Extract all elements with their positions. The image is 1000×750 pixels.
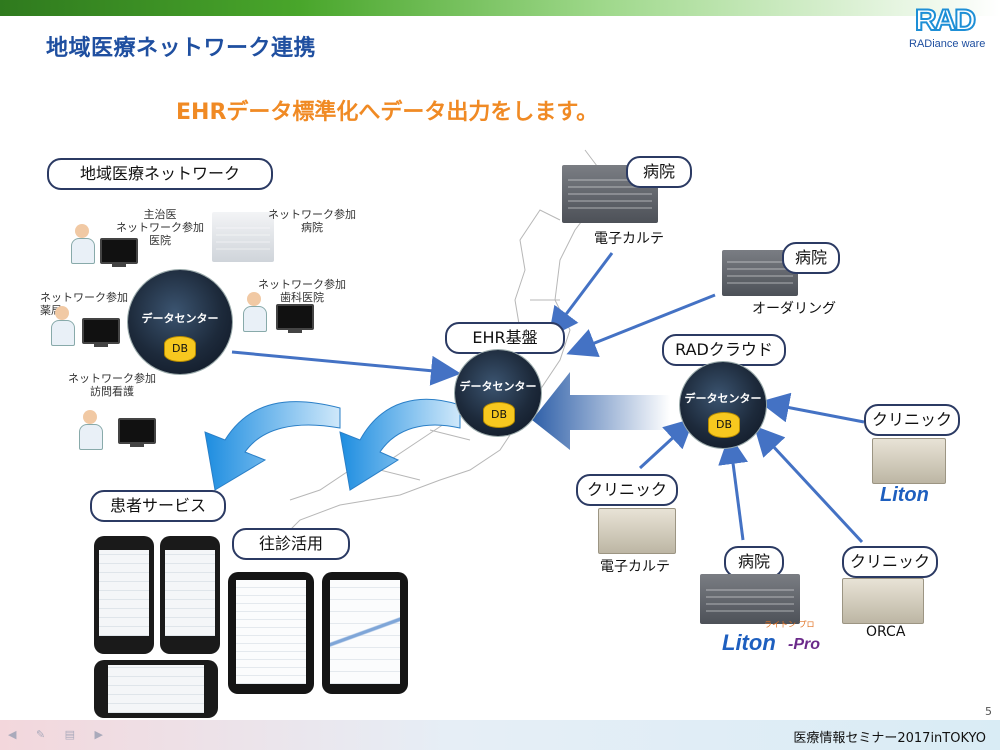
slide-subtitle: EHRデータ標準化へデータ出力をします。 [176, 100, 599, 125]
ehr-db-icon: DB [483, 402, 515, 428]
ehr-datacenter: データセンター DB [455, 350, 541, 436]
page-number: 5 [985, 705, 992, 718]
arrow-hospital-bottom [718, 434, 748, 541]
logo-tagline: RADiance ware [909, 38, 986, 50]
caption-orca: ORCA [866, 624, 906, 640]
pill-clinic-bottom: クリニック [842, 546, 938, 578]
tablet-device-1 [228, 572, 314, 694]
clinic-building-right [872, 438, 946, 484]
phone-device-landscape [94, 660, 218, 718]
top-banner [0, 0, 1000, 16]
slide-title: 地域医療ネットワーク連携 [46, 36, 317, 61]
pill-hospital-top: 病院 [626, 156, 692, 188]
pharmacist-figure [48, 306, 76, 346]
nursing-pc-icon [118, 418, 156, 447]
left-datacenter: データセンター DB [128, 270, 232, 374]
pill-clinic-left: クリニック [576, 474, 678, 506]
pill-hospital-right: 病院 [782, 242, 840, 274]
curve-arrow-home [339, 398, 461, 491]
pill-hospital-bottom: 病院 [724, 546, 784, 578]
liton-logo-bottom: Liton [722, 630, 776, 655]
left-datacenter-label: データセンター [141, 312, 219, 325]
footer-bar [0, 720, 1000, 750]
clinic-pc-icon [100, 238, 138, 267]
liton-pro-note: ライトン プロ [764, 620, 815, 629]
ehr-datacenter-label: データセンター [459, 380, 537, 393]
arrow-cloud-to-ehr [532, 372, 670, 450]
hospital-building-left [212, 212, 274, 262]
caption-ehr-top: 電子カルテ [594, 231, 664, 247]
label-main-clinic: 主治医 ネットワーク参加 医院 [116, 208, 204, 247]
liton-pro-suffix: -Pro [788, 636, 820, 653]
arrow-hospital-to-ehr [548, 252, 614, 338]
tablet-device-2 [322, 572, 408, 694]
curve-arrow-patient [204, 401, 341, 491]
label-dental: ネットワーク参加 歯科医院 [258, 278, 346, 304]
pill-rad-cloud: RADクラウド [662, 334, 786, 366]
left-db-icon: DB [164, 336, 196, 362]
clinic-building-left [598, 508, 676, 554]
rad-cloud-datacenter-label: データセンター [684, 392, 762, 405]
dentist-figure [240, 292, 268, 332]
arrow-clinic-right [759, 392, 865, 424]
pill-clinic-right: クリニック [864, 404, 960, 436]
phone-device-2 [160, 536, 220, 654]
nurse-figure [76, 410, 104, 450]
pill-regional-network: 地域医療ネットワーク [47, 158, 273, 190]
arrow-ordering-to-ehr [566, 293, 716, 358]
pharmacy-pc-icon [82, 318, 120, 347]
rad-cloud-datacenter: データセンター DB [680, 362, 766, 448]
caption-ordering: オーダリング [752, 301, 836, 317]
label-network-hospital: ネットワーク参加 病院 [268, 208, 356, 234]
liton-logo-right: Liton [880, 484, 929, 506]
pill-patient-service: 患者サービス [90, 490, 226, 522]
clinic-building-bottom [842, 578, 924, 624]
arrow-clinic-left [638, 417, 695, 470]
caption-ehr-clinic: 電子カルテ [600, 559, 670, 575]
arrow-network-to-ehr [231, 350, 461, 386]
pill-home-visit: 往診活用 [232, 528, 350, 560]
doctor-figure [68, 224, 96, 264]
footer-text: 医療情報セミナー2017inTOKYO [793, 731, 986, 746]
phone-device-1 [94, 536, 154, 654]
label-nursing: ネットワーク参加 訪問看護 [68, 372, 156, 398]
logo-mark: RAD [914, 3, 977, 38]
rad-cloud-db-icon: DB [708, 412, 740, 438]
radiance-logo: RAD RADiance ware [905, 3, 995, 50]
hospital-building-bottom [700, 574, 800, 624]
hospital-building-top [562, 165, 658, 223]
slide-nav-icons[interactable]: ◀ ✎ ▤ ▶ [8, 728, 112, 741]
arrow-clinic-bottom [753, 425, 864, 544]
dental-pc-icon [276, 304, 314, 333]
pill-ehr: EHR基盤 [445, 322, 565, 354]
